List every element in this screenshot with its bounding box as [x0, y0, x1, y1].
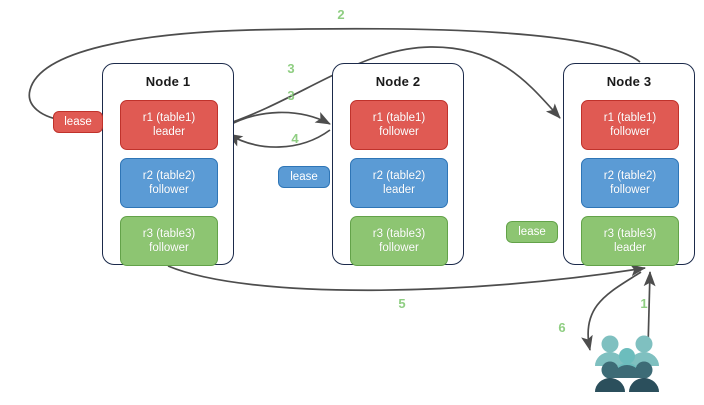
step-label-3a: 3 — [287, 61, 295, 76]
replica-node-1-r1[interactable]: r1 (table1) leader — [120, 100, 218, 150]
lease-badge-r2[interactable]: lease — [278, 166, 330, 188]
replica-line2: leader — [614, 242, 646, 254]
replica-node-2-r2[interactable]: r2 (table2) leader — [350, 158, 448, 208]
replica-line1: r3 (table3) — [142, 228, 196, 240]
replica-node-2-r1[interactable]: r1 (table1) follower — [350, 100, 448, 150]
replica-node-3-r1[interactable]: r1 (table1) follower — [581, 100, 679, 150]
lease-badge-r1[interactable]: lease — [53, 111, 103, 133]
step-label-2: 2 — [337, 7, 345, 22]
step-label-1: 1 — [640, 296, 648, 311]
lease-badge-r3[interactable]: lease — [506, 221, 558, 243]
replica-line1: r2 (table2) — [142, 170, 196, 182]
step-label-4: 4 — [291, 131, 299, 146]
replica-node-2-r3[interactable]: r3 (table3) follower — [350, 216, 448, 266]
replica-line1: r2 (table2) — [603, 170, 657, 182]
replica-node-3-r2[interactable]: r2 (table2) follower — [581, 158, 679, 208]
step-label-6: 6 — [558, 320, 566, 335]
node-title: Node 3 — [606, 74, 652, 89]
node-title: Node 2 — [375, 74, 421, 89]
replica-line2: leader — [383, 184, 415, 196]
replica-line2: follower — [379, 242, 419, 254]
replica-line1: r3 (table3) — [372, 228, 426, 240]
replica-node-3-r3[interactable]: r3 (table3) leader — [581, 216, 679, 266]
replica-line1: r3 (table3) — [603, 228, 657, 240]
step-label-3b: 3 — [287, 88, 295, 103]
node-box-node-2[interactable]: Node 2 r1 (table1) follower r2 (table2) … — [332, 63, 464, 266]
node-box-node-1[interactable]: Node 1 r1 (table1) leader r2 (table2) fo… — [102, 63, 234, 266]
replica-node-1-r3[interactable]: r3 (table3) follower — [120, 216, 218, 266]
replica-node-1-r2[interactable]: r2 (table2) follower — [120, 158, 218, 208]
edge-step-3-short — [223, 111, 331, 129]
node-title: Node 1 — [145, 74, 191, 89]
edge-step-4 — [227, 129, 331, 148]
edge-step-5 — [167, 264, 647, 292]
replica-line1: r2 (table2) — [372, 170, 426, 182]
replica-line2: follower — [610, 184, 650, 196]
replica-line2: leader — [153, 126, 185, 138]
node-box-node-3[interactable]: Node 3 r1 (table1) follower r2 (table2) … — [563, 63, 695, 266]
replica-line1: r1 (table1) — [603, 112, 657, 124]
replica-line2: follower — [610, 126, 650, 138]
replica-line2: follower — [149, 242, 189, 254]
replica-line1: r1 (table1) — [142, 112, 196, 124]
replica-line2: follower — [379, 126, 419, 138]
replica-line2: follower — [149, 184, 189, 196]
step-label-5: 5 — [398, 296, 406, 311]
users-icon — [589, 334, 667, 394]
replica-line1: r1 (table1) — [372, 112, 426, 124]
